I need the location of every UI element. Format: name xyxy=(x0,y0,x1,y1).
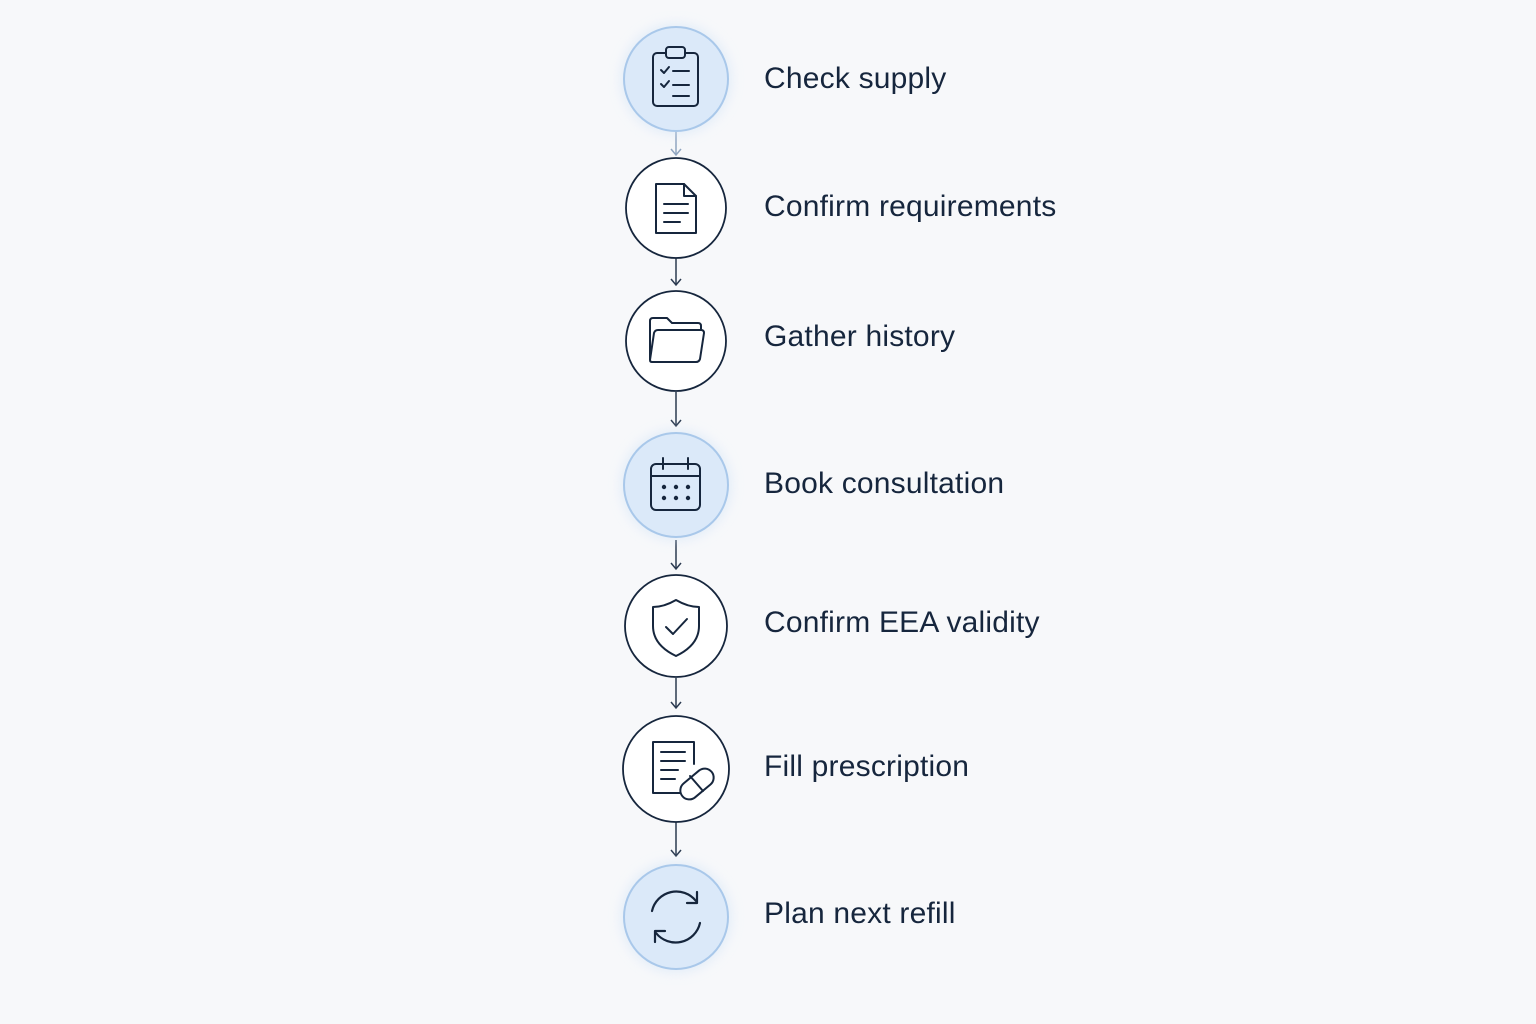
calendar-icon xyxy=(650,457,701,511)
step-label-confirm-eea-validity: Confirm EEA validity xyxy=(764,606,1040,639)
step-label-gather-history: Gather history xyxy=(764,320,956,353)
connector-arrow xyxy=(670,258,682,287)
step-node-check-supply xyxy=(621,24,731,134)
document-icon xyxy=(655,183,697,234)
step-node-confirm-eea-validity xyxy=(624,574,728,678)
step-label-confirm-requirements: Confirm requirements xyxy=(764,190,1057,223)
folder-icon xyxy=(649,317,705,363)
step-node-plan-next-refill xyxy=(621,862,731,972)
step-node-fill-prescription xyxy=(622,715,730,823)
connector-arrow xyxy=(670,678,682,710)
connector-arrow xyxy=(670,392,682,428)
connector-arrow xyxy=(670,822,682,858)
connector-arrow xyxy=(670,540,682,571)
shield-check-icon xyxy=(652,599,700,657)
connector-arrow xyxy=(670,132,682,157)
step-node-gather-history xyxy=(625,290,727,392)
refresh-cycle-icon xyxy=(650,890,702,944)
step-label-book-consultation: Book consultation xyxy=(764,467,1005,500)
step-label-check-supply: Check supply xyxy=(764,62,947,95)
step-node-book-consultation xyxy=(621,430,731,540)
step-label-plan-next-refill: Plan next refill xyxy=(764,897,956,930)
clipboard-checklist-icon xyxy=(652,46,699,107)
connector-arrows xyxy=(670,132,682,858)
step-node-confirm-requirements xyxy=(625,157,727,259)
step-label-fill-prescription: Fill prescription xyxy=(764,750,970,783)
prescription-pill-icon xyxy=(652,741,715,801)
